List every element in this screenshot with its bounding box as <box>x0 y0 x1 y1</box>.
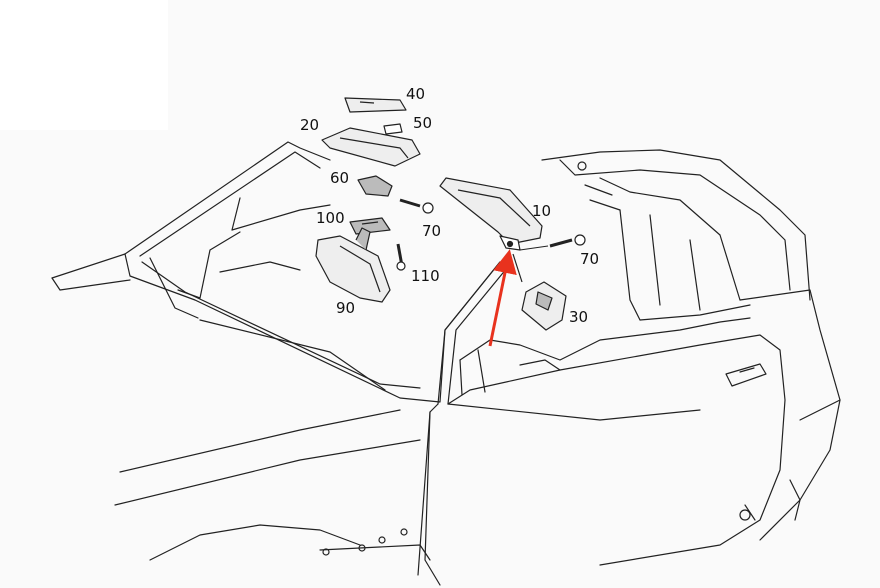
door-front-edge <box>424 411 441 586</box>
part-60-clip <box>357 175 393 197</box>
parts-group <box>315 97 586 331</box>
wheel-arch <box>149 524 361 561</box>
label-60: 60 <box>330 169 349 187</box>
callout-labels: 40 50 20 60 70 10 100 110 70 90 30 <box>300 85 599 326</box>
part-50-bulb <box>383 123 403 135</box>
car-body-outline <box>51 141 841 586</box>
part-70-washer-left <box>422 202 434 214</box>
label-50: 50 <box>413 114 432 132</box>
interior-console <box>459 317 751 361</box>
rear-deck-outline <box>541 149 811 301</box>
windshield-frame <box>124 253 501 403</box>
label-110: 110 <box>411 267 440 285</box>
part-100-bracket <box>349 217 391 235</box>
part-10-sun-visor <box>439 177 543 245</box>
leader-30 <box>512 253 523 283</box>
part-90-rearview-mirror <box>315 235 391 303</box>
part-20-mirror-housing <box>321 127 421 167</box>
label-100: 100 <box>316 209 345 227</box>
label-90: 90 <box>336 299 355 317</box>
red-arrow-icon <box>488 249 517 347</box>
dashboard-edge <box>141 261 421 389</box>
door-outline <box>447 334 786 566</box>
corner-panel <box>0 0 168 130</box>
part-70-screw-right <box>549 238 573 248</box>
label-70-left: 70 <box>422 222 441 240</box>
label-20: 20 <box>300 116 319 134</box>
label-40: 40 <box>406 85 425 103</box>
part-70-screw-left <box>399 198 421 208</box>
a-pillar-front <box>437 261 501 405</box>
label-70-right: 70 <box>580 250 599 268</box>
a-pillar-rear <box>447 267 508 405</box>
label-30: 30 <box>569 308 588 326</box>
rear-quarter <box>739 289 841 541</box>
part-40-cover-plate <box>344 97 407 113</box>
label-10: 10 <box>532 202 551 220</box>
windshield-inner-top <box>139 151 321 257</box>
part-70-washer-right <box>574 234 586 246</box>
door-handle <box>725 363 767 387</box>
windshield-top-left <box>51 141 331 279</box>
